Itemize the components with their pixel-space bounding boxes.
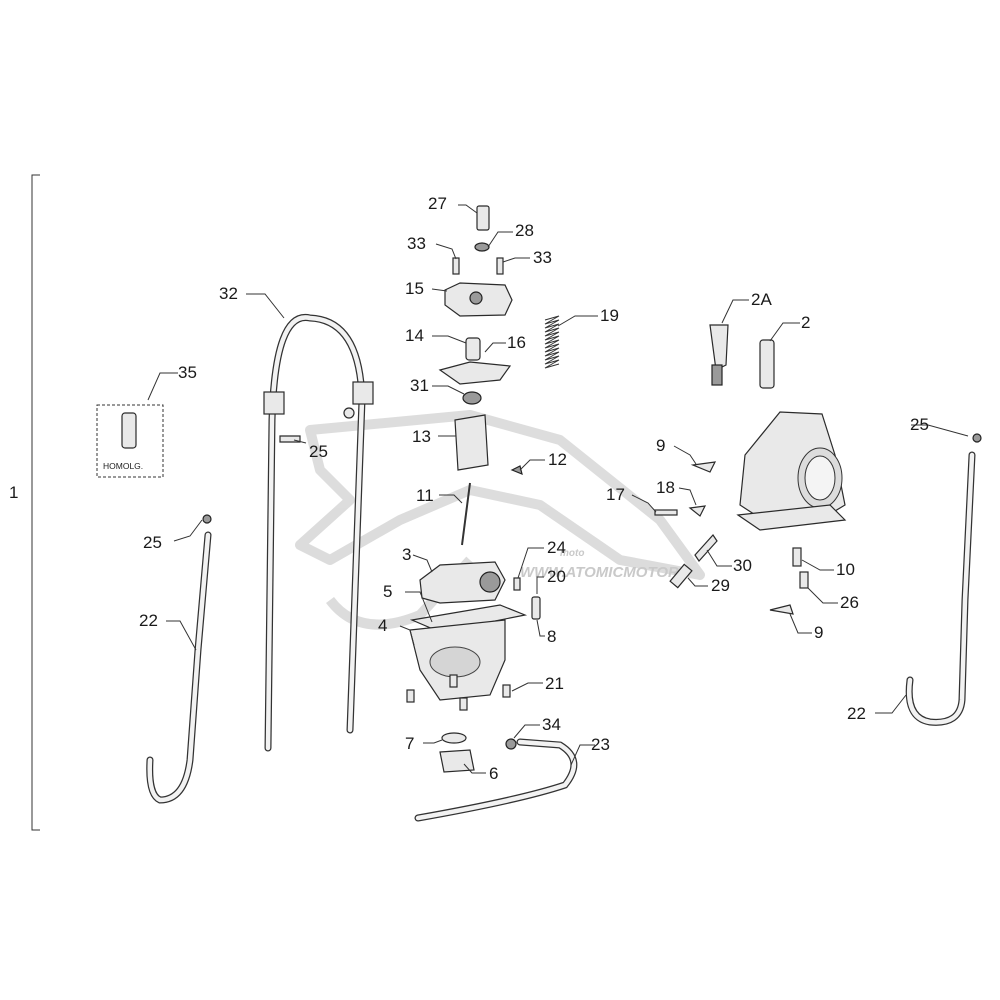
callout-25-right: 25 xyxy=(910,415,929,434)
callout-21: 21 xyxy=(545,674,564,693)
homolg-box-label: HOMOLG. xyxy=(103,461,143,471)
overflow-hose-32 xyxy=(263,314,374,752)
callout-25-left: 25 xyxy=(143,533,162,552)
drain-hose-23 xyxy=(414,738,578,822)
callout-2A: 2A xyxy=(751,290,772,309)
callout-27: 27 xyxy=(428,194,447,213)
callout-34: 34 xyxy=(542,715,561,734)
callout-31: 31 xyxy=(410,376,429,395)
callout-32: 32 xyxy=(219,284,238,303)
top-cover-parts xyxy=(444,205,513,317)
watermark-logo: WWW.ATOMICMOTOR moto xyxy=(295,410,705,630)
callout-22-left: 22 xyxy=(139,611,158,630)
callout-28: 28 xyxy=(515,221,534,240)
assembly-bracket: 1 xyxy=(9,174,40,831)
float-bowl-parts xyxy=(406,561,541,773)
callout-22-right: 22 xyxy=(847,704,866,723)
callout-7: 7 xyxy=(405,734,414,753)
callout-33-left: 33 xyxy=(407,234,426,253)
callout-19: 19 xyxy=(600,306,619,325)
callout-23: 23 xyxy=(591,735,610,754)
callout-20: 20 xyxy=(547,567,566,586)
group-label: 1 xyxy=(9,483,18,502)
callout-18: 18 xyxy=(656,478,675,497)
callout-30: 30 xyxy=(733,556,752,575)
part-35-homolg-box: HOMOLG. xyxy=(96,404,164,478)
callout-33-right: 33 xyxy=(533,248,552,267)
callout-17: 17 xyxy=(606,485,625,504)
callout-9-top: 9 xyxy=(656,436,665,455)
callout-14: 14 xyxy=(405,326,424,345)
callout-13: 13 xyxy=(412,427,431,446)
callout-35: 35 xyxy=(178,363,197,382)
callout-12: 12 xyxy=(548,450,567,469)
right-vent-hose-22 xyxy=(905,451,976,726)
callout-16: 16 xyxy=(507,333,526,352)
callout-9-bottom: 9 xyxy=(814,623,823,642)
left-vent-hose-22 xyxy=(146,531,212,804)
leader-lines xyxy=(147,204,969,774)
callout-6: 6 xyxy=(489,764,498,783)
callout-11: 11 xyxy=(416,486,434,505)
callout-5: 5 xyxy=(383,582,392,601)
callout-10: 10 xyxy=(836,560,855,579)
callout-3: 3 xyxy=(402,545,411,564)
callout-4: 4 xyxy=(378,616,387,635)
callout-labels: 27 28 33 33 15 32 19 2A 2 35 14 16 31 25… xyxy=(139,194,929,783)
cap-25-set xyxy=(202,407,982,524)
slide-and-needle-parts xyxy=(438,315,560,546)
watermark-logo-word: moto xyxy=(560,548,584,559)
callout-26: 26 xyxy=(840,593,859,612)
callout-8: 8 xyxy=(547,627,556,646)
callout-29: 29 xyxy=(711,576,730,595)
watermark-text: WWW.ATOMICMOTOR xyxy=(520,564,679,581)
callout-25-center: 25 xyxy=(309,442,328,461)
callout-2: 2 xyxy=(801,313,810,332)
carburetor-body-parts xyxy=(654,324,847,615)
callout-24: 24 xyxy=(547,538,566,557)
callout-15: 15 xyxy=(405,279,424,298)
